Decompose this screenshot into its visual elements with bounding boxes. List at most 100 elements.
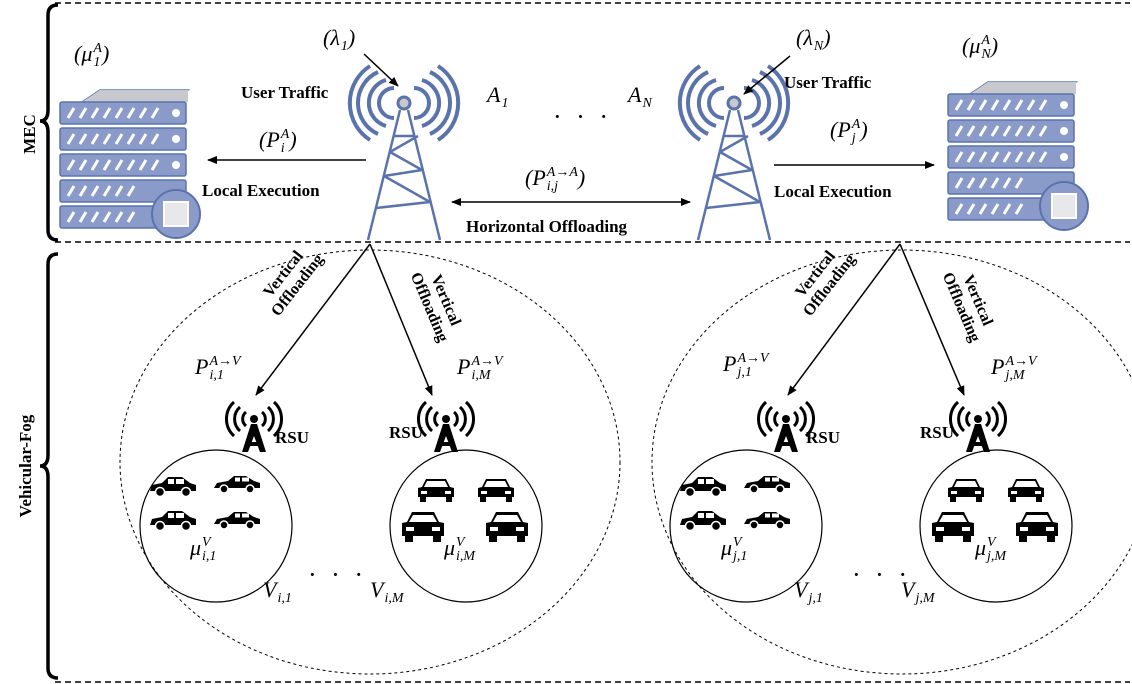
sedan-front-icon xyxy=(418,479,454,502)
P_i_A-sub: i xyxy=(280,141,285,156)
mu_i1_V-sub: i,1 xyxy=(202,549,217,564)
P_ij_AA-close: ) xyxy=(577,165,586,191)
mec-layer-label: MEC xyxy=(20,114,39,154)
P_j_A-sub: j xyxy=(851,131,856,146)
ellipsis-vehicles-j: · · · xyxy=(852,560,911,589)
cell-tower-1-icon xyxy=(347,64,461,242)
suv-icon xyxy=(679,510,727,532)
horizontal-offloading-label: Horizontal Offloading xyxy=(466,217,628,236)
mu_j1_V-base: μ xyxy=(721,535,733,561)
mu_iM_V-sub: i,M xyxy=(456,549,476,564)
vertical-offloading-arrow-jM xyxy=(899,243,965,396)
sedan-front-icon xyxy=(486,512,528,542)
fog-cluster-i xyxy=(119,249,621,675)
local-execution-label-1: Local Execution xyxy=(202,181,320,200)
mu_1_A-sup: A xyxy=(93,41,102,56)
rsu-label-j1: RSU xyxy=(806,428,841,447)
vehicle-cluster-i1 xyxy=(139,449,293,603)
fog-cluster-j xyxy=(651,249,1132,675)
rsu-i1-icon xyxy=(224,400,284,454)
v-j1-label: V j,1 xyxy=(794,578,823,606)
lambda_1-base: (λ xyxy=(323,25,340,51)
suv-icon xyxy=(679,476,727,498)
V_jM-base: V xyxy=(901,577,915,603)
sedan-front-icon xyxy=(402,512,444,542)
P_j_A-sup: A xyxy=(851,117,861,132)
mu_N_A-sup: A xyxy=(981,33,990,48)
suv-icon xyxy=(149,476,197,498)
lambda_N-base: (λ xyxy=(796,25,813,51)
V_i1-base: V xyxy=(263,577,277,603)
mu_i1_V-base: μ xyxy=(190,535,202,561)
user-traffic-label-1: User Traffic xyxy=(241,83,329,102)
P_j1_AV-sup: A→V xyxy=(737,351,769,366)
car-icon xyxy=(743,475,791,494)
mu_N_A-base: (μ xyxy=(962,33,981,59)
P_jM_AV-sub: j,M xyxy=(1005,368,1025,383)
mu_iM_V-base: μ xyxy=(444,535,456,561)
vertical-offloading-arrow-i1 xyxy=(255,243,371,396)
sedan-front-icon xyxy=(1016,512,1058,542)
P_j1_AV-sub: j,1 xyxy=(737,365,752,380)
user-traffic-arrow-n xyxy=(743,55,791,95)
mu_iM_V-sup: V xyxy=(456,535,465,550)
ellipsis-towers: · · · xyxy=(553,102,612,131)
P_i1_AV-base: P xyxy=(195,354,209,380)
P_j_A-base: (P xyxy=(830,117,851,143)
cell-tower-n-icon xyxy=(677,64,791,242)
rsu-label-i1: RSU xyxy=(275,428,310,447)
lambda-1-label: (λ 1) xyxy=(323,26,355,54)
fog-layer-label: Vehicular-Fog xyxy=(16,414,35,518)
a-n-label: A N xyxy=(628,83,652,111)
car-icon xyxy=(213,511,261,530)
lambda_N-sub: N xyxy=(813,39,824,54)
v-i1-label: V i,1 xyxy=(263,578,292,606)
lambda_N-close: ) xyxy=(823,25,831,51)
rsu-label-iM: RSU xyxy=(389,423,424,442)
P_j_A-close: ) xyxy=(860,117,868,143)
lambda_1-sub: 1 xyxy=(340,39,348,54)
ellipsis-vehicles-i: · · · xyxy=(308,560,367,589)
P_i_A-sup: A xyxy=(280,127,290,142)
rsu-jM-icon xyxy=(948,400,1008,454)
local-execution-label-n: Local Execution xyxy=(774,182,892,201)
mec-server-1-icon xyxy=(58,88,202,240)
V_j1-sub: j,1 xyxy=(808,591,823,606)
sedan-front-icon xyxy=(948,479,984,502)
P_j1_AV-base: P xyxy=(723,351,737,377)
lambda_1-close: ) xyxy=(347,25,356,51)
vertical-offloading-arrow-iM xyxy=(369,243,433,396)
mu_N_A-close: ) xyxy=(990,33,999,59)
V_i1-sub: i,1 xyxy=(277,591,292,606)
vehicle-cluster-j1 xyxy=(669,449,823,603)
vehicle-cluster-iM xyxy=(389,449,543,603)
V_jM-sub: j,M xyxy=(915,591,935,606)
rsu-label-jM: RSU xyxy=(920,423,955,442)
P_i_A-base: (P xyxy=(259,127,280,153)
P_jM_AV-sup: A→V xyxy=(1005,354,1037,369)
P_iM_AV-sup: A→V xyxy=(471,354,503,369)
A_1-sub: 1 xyxy=(501,96,509,111)
vehicle-cluster-jM xyxy=(919,449,1073,603)
v-iM-label: V i,M xyxy=(370,578,404,606)
P_i1_AV-sub: i,1 xyxy=(209,368,224,383)
P_i1_AV-sup: A→V xyxy=(209,354,241,369)
P_iM_AV-sub: i,M xyxy=(471,368,491,383)
a-1-label: A 1 xyxy=(487,83,508,111)
user-traffic-label-n: User Traffic xyxy=(784,73,872,92)
A_N-sub: N xyxy=(642,96,652,111)
P_ij_AA-sup: A→A xyxy=(546,165,578,180)
V_iM-base: V xyxy=(370,577,384,603)
